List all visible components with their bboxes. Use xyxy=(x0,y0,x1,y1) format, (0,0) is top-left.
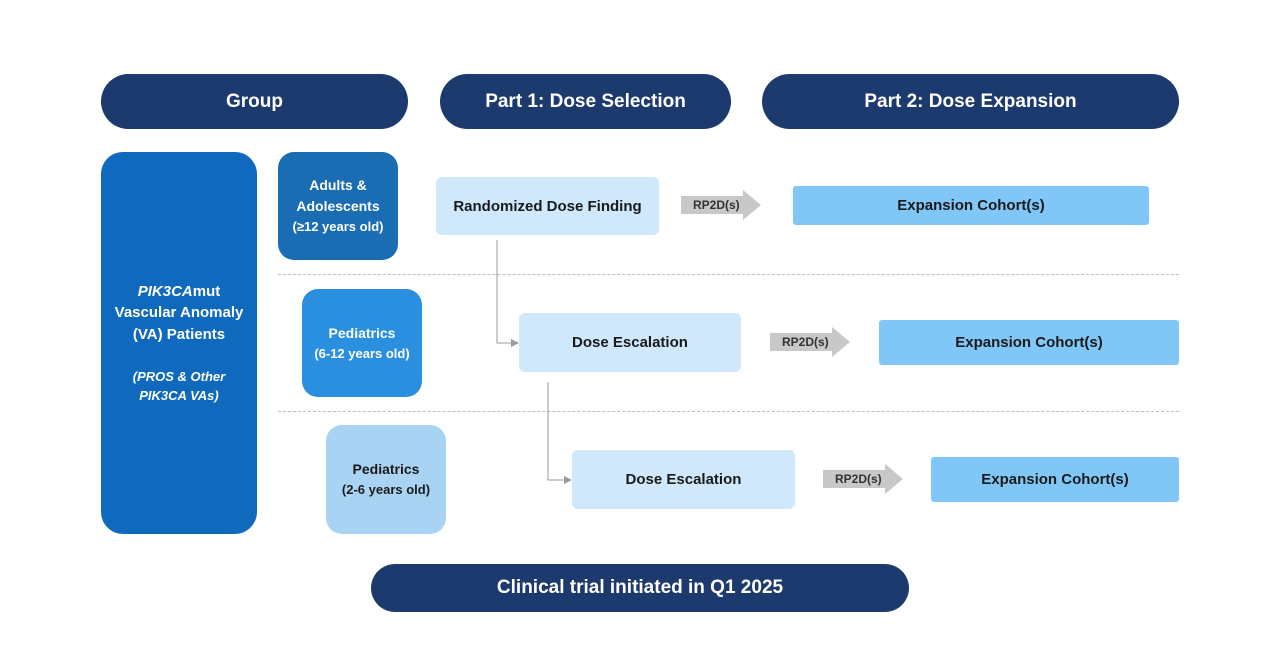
rp2d-label: RP2D(s) xyxy=(782,335,829,349)
arrow-right-icon xyxy=(823,464,903,494)
rp2d-arrow: RP2D(s) xyxy=(681,190,763,220)
group-adults-line2: Adolescents xyxy=(296,198,380,215)
group-pediatrics-6-12: Pediatrics (6-12 years old) xyxy=(302,289,422,397)
connector-arrowhead xyxy=(511,339,519,347)
randomized-dose-finding-box: Randomized Dose Finding xyxy=(436,177,659,235)
group-header: Group xyxy=(101,74,408,129)
group-adults-line1: Adults & xyxy=(309,177,367,194)
expansion-cohort-adults: Expansion Cohort(s) xyxy=(793,186,1149,225)
patient-population-title: PIK3CAmut Vascular Anomaly (VA) Patients xyxy=(115,281,244,346)
patient-note-line2: PIK3CA VAs) xyxy=(139,387,219,403)
connector-line xyxy=(547,382,565,481)
group-pediatrics-2-6: Pediatrics (2-6 years old) xyxy=(326,425,446,534)
group-adults-age: (≥12 years old) xyxy=(292,219,384,235)
trial-status-banner: Clinical trial initiated in Q1 2025 xyxy=(371,564,909,612)
patient-population-box: PIK3CAmut Vascular Anomaly (VA) Patients… xyxy=(101,152,257,534)
dose-escalation-box-2-6: Dose Escalation xyxy=(572,450,795,509)
patient-note-line1: (PROS & Other xyxy=(132,368,226,384)
expansion-cohort-peds-6-12: Expansion Cohort(s) xyxy=(879,320,1179,365)
connector-arrowhead xyxy=(564,476,572,484)
group-peds-6-12-label: Pediatrics xyxy=(328,324,396,341)
expansion-cohort-peds-2-6: Expansion Cohort(s) xyxy=(931,457,1179,502)
connector-line xyxy=(496,240,512,344)
dose-escalation-box-6-12: Dose Escalation xyxy=(519,313,741,372)
row-divider xyxy=(278,411,1179,412)
arrow-right-icon xyxy=(681,190,761,220)
patient-line2: Vascular Anomaly xyxy=(114,304,244,322)
patient-population-note: (PROS & Other PIK3CA VAs) xyxy=(133,368,225,406)
rp2d-label: RP2D(s) xyxy=(835,472,882,486)
group-adults-adolescents: Adults & Adolescents (≥12 years old) xyxy=(278,152,398,260)
group-peds-2-6-label: Pediatrics xyxy=(352,461,420,478)
part2-header: Part 2: Dose Expansion xyxy=(762,74,1179,129)
group-peds-2-6-age: (2-6 years old) xyxy=(341,482,431,498)
row-divider xyxy=(278,274,1179,275)
group-peds-6-12-age: (6-12 years old) xyxy=(314,345,410,361)
part1-header: Part 1: Dose Selection xyxy=(440,74,731,129)
rp2d-arrow: RP2D(s) xyxy=(823,464,905,494)
rp2d-label: RP2D(s) xyxy=(693,198,740,212)
arrow-right-icon xyxy=(770,327,850,357)
gene-name: PIK3CA xyxy=(137,282,193,300)
rp2d-arrow: RP2D(s) xyxy=(770,327,852,357)
patient-line3: (VA) Patients xyxy=(132,326,226,344)
gene-suffix: mut xyxy=(192,282,221,300)
